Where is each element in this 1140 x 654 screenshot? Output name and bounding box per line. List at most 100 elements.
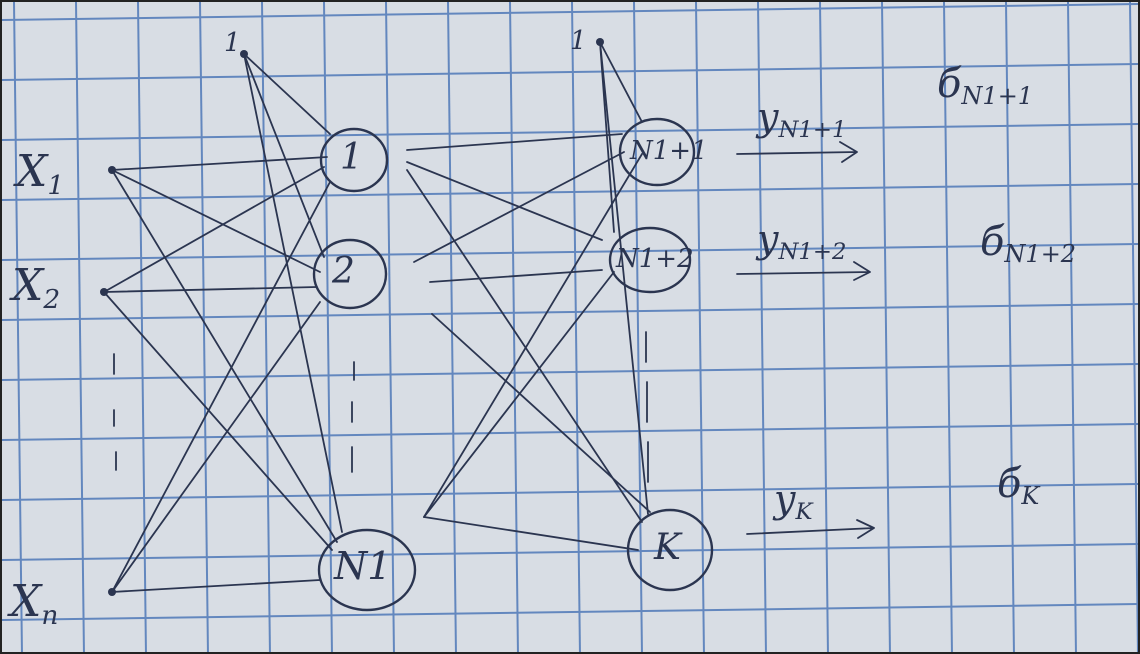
bias-label-1: 1 xyxy=(224,28,241,58)
grid-line-vertical xyxy=(261,2,271,652)
edge-h1-o2 xyxy=(406,161,603,241)
grid-line-horizontal xyxy=(2,123,1138,141)
edge-xn-hn xyxy=(111,579,321,593)
edge-h2-ok xyxy=(431,313,651,513)
delta-label-2-sub: N1+2 xyxy=(1004,240,1077,269)
grid-line-horizontal xyxy=(2,243,1138,261)
input-point-xn xyxy=(108,588,116,596)
grid-line-vertical xyxy=(137,2,147,652)
neurons xyxy=(312,117,714,612)
output-y-label-k-sub: K xyxy=(795,498,813,525)
edge-h2-o2 xyxy=(429,269,603,283)
output-node-k-label: K xyxy=(654,527,681,568)
grid-line-vertical xyxy=(1005,2,1015,652)
input-points xyxy=(100,38,604,596)
grid-line-vertical xyxy=(509,2,519,652)
arrow-out-k xyxy=(746,519,875,539)
output-y-label-1: yN1+1 xyxy=(757,98,847,142)
connections xyxy=(103,41,875,593)
delta-label-1: бN1+1 xyxy=(937,64,1033,108)
delta-label-2: бN1+2 xyxy=(980,222,1076,266)
output-y-label-k: yK xyxy=(774,480,813,524)
arrow-out-2 xyxy=(736,261,871,281)
delta-label-2-text: б xyxy=(980,219,1005,265)
edge-h2-o1 xyxy=(413,151,625,263)
edge-xn-h2 xyxy=(111,301,321,593)
grid-line-horizontal xyxy=(2,363,1138,381)
input-label-x1-text: X xyxy=(16,146,48,197)
hidden-node-2-label: 2 xyxy=(332,251,355,292)
bias-point-2 xyxy=(596,38,604,46)
delta-label-k: бK xyxy=(997,464,1039,508)
hidden-node-n1 xyxy=(317,528,417,612)
grid-line-horizontal xyxy=(2,3,1138,21)
output-y-label-1-text: y xyxy=(757,95,779,139)
input-label-x1: X1 xyxy=(16,150,64,199)
edge-x2-hn xyxy=(103,291,333,551)
grid-line-horizontal xyxy=(2,303,1138,321)
output-y-label-1-sub: N1+1 xyxy=(778,116,847,143)
grid-line-vertical xyxy=(447,2,457,652)
edge-x1-hn xyxy=(111,169,338,543)
output-y-label-2-sub: N1+2 xyxy=(778,238,847,265)
input-label-x2-text: X xyxy=(12,260,44,311)
hidden-node-2 xyxy=(312,238,388,310)
input-label-x2: X2 xyxy=(12,264,60,313)
input-label-x1-sub: 1 xyxy=(47,169,65,201)
output-ellipsis xyxy=(645,331,649,483)
input-label-x2-sub: 2 xyxy=(43,283,61,315)
edge-hn-o2 xyxy=(423,271,615,518)
grid-line-horizontal xyxy=(2,63,1138,81)
grid-line-horizontal xyxy=(2,423,1138,441)
grid-line-vertical xyxy=(385,2,395,652)
input-label-xn: Xn xyxy=(10,580,58,629)
grid-line-horizontal xyxy=(2,543,1138,561)
input-point-x1 xyxy=(108,166,116,174)
grid-line-horizontal xyxy=(2,603,1138,621)
grid-line-vertical xyxy=(199,2,209,652)
input-label-xn-text: X xyxy=(10,576,42,627)
output-node-n1-plus-2 xyxy=(608,226,692,294)
output-node-2-label: N1+2 xyxy=(616,244,694,274)
hidden-node-n1-label: N1 xyxy=(334,544,392,588)
edge-b2-o1 xyxy=(599,41,643,123)
inputs-ellipsis xyxy=(113,353,117,471)
bias-point-1 xyxy=(240,50,248,58)
edge-x2-h2 xyxy=(103,286,318,293)
edge-b1-hn xyxy=(243,53,343,533)
grid-line-vertical xyxy=(819,2,829,652)
delta-label-k-text: б xyxy=(997,461,1022,507)
output-node-k xyxy=(626,508,714,592)
edge-hn-ok xyxy=(423,516,639,551)
hidden-ellipsis xyxy=(351,361,355,473)
grid-line-vertical xyxy=(633,2,643,652)
grid-line-vertical xyxy=(571,2,581,652)
edge-h1-ok xyxy=(406,169,643,523)
edge-hn-o1 xyxy=(423,153,643,518)
edge-x1-h1 xyxy=(111,156,328,171)
grid-line-vertical xyxy=(881,2,891,652)
output-y-label-k-text: y xyxy=(774,477,796,521)
input-point-x2 xyxy=(100,288,108,296)
output-node-1-label: N1+1 xyxy=(630,136,708,166)
bias-label-2: 1 xyxy=(570,26,587,56)
delta-label-k-sub: K xyxy=(1021,482,1040,511)
grid-line-vertical xyxy=(757,2,767,652)
edge-xn-h1 xyxy=(111,181,331,593)
output-y-label-2-text: y xyxy=(757,217,779,261)
grid-line-vertical xyxy=(13,2,23,652)
grid-line-vertical xyxy=(695,2,705,652)
edge-h1-o1 xyxy=(406,133,623,151)
grid-line-horizontal xyxy=(2,183,1138,201)
grid-line-vertical xyxy=(1129,2,1138,652)
hidden-node-1 xyxy=(319,127,389,193)
output-node-n1-plus-1 xyxy=(618,117,696,187)
edge-b1-h2 xyxy=(243,53,325,258)
grid-line-horizontal xyxy=(2,483,1138,501)
grid-line-vertical xyxy=(1067,2,1077,652)
delta-label-1-sub: N1+1 xyxy=(961,82,1034,111)
grid-line-vertical xyxy=(323,2,333,652)
